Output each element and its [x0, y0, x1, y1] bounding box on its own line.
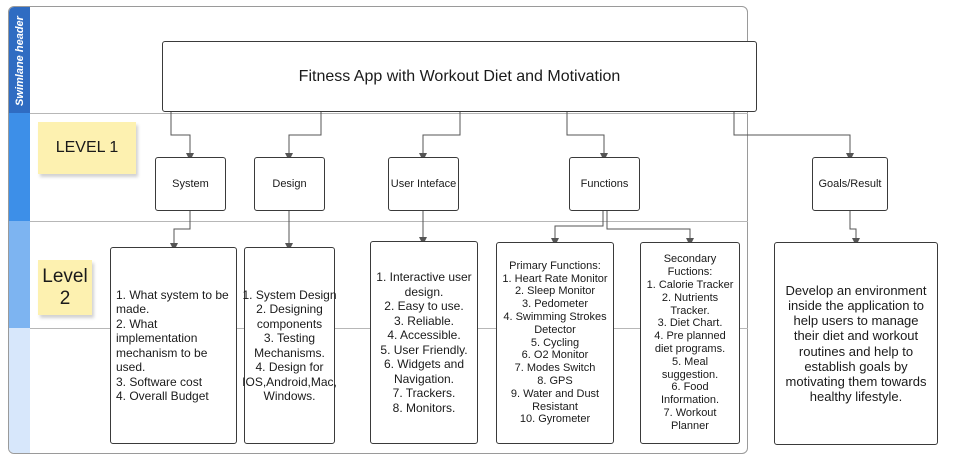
node-user-interface[interactable]: User Inteface	[388, 157, 459, 211]
diagram-title-box[interactable]: Fitness App with Workout Diet and Motiva…	[162, 41, 757, 112]
lane-divider	[30, 221, 748, 222]
node-label: Design	[272, 178, 307, 190]
swimlane-frame	[8, 6, 748, 454]
swimlane-header-label: Swimlane header	[14, 16, 26, 106]
secondary-functions-text: Secondary Fuctions: 1. Calorie Tracker 2…	[646, 253, 734, 432]
goals-details-box[interactable]: Develop an environment inside the applic…	[774, 242, 938, 445]
node-goals-result[interactable]: Goals/Result	[812, 157, 888, 211]
lane-level3-strip[interactable]	[9, 328, 30, 453]
lane-level1-strip[interactable]	[9, 113, 30, 221]
ui-details-box[interactable]: 1. Interactive user design. 2. Easy to u…	[370, 241, 478, 444]
sticky-note-level2[interactable]: Level 2	[38, 260, 92, 315]
system-details-box[interactable]: 1. What system to be made. 2. What imple…	[110, 247, 237, 444]
swimlane-header-strip[interactable]: Swimlane header	[9, 7, 30, 113]
node-label: Goals/Result	[818, 178, 882, 190]
design-details-box[interactable]: 1. System Design 2. Designing components…	[242, 247, 337, 444]
connector-title-goals	[733, 112, 854, 161]
node-label: System	[172, 178, 209, 190]
node-design[interactable]: Design	[254, 157, 325, 211]
diagram-title: Fitness App with Workout Diet and Motiva…	[298, 67, 621, 85]
design-details-text: 1. System Design 2. Designing components…	[242, 287, 337, 404]
primary-functions-text: Primary Functions: 1. Heart Rate Monitor…	[502, 259, 608, 426]
sticky-note-level1[interactable]: LEVEL 1	[38, 122, 136, 174]
node-label: User Inteface	[390, 178, 457, 190]
connector-goals-text	[849, 211, 860, 246]
node-label: Functions	[580, 178, 629, 190]
ui-details-text: 1. Interactive user design. 2. Easy to u…	[376, 270, 472, 415]
lane-level2-strip[interactable]	[9, 221, 30, 328]
system-details-text: 1. What system to be made. 2. What imple…	[116, 287, 229, 404]
node-functions[interactable]: Functions	[569, 157, 640, 211]
node-system[interactable]: System	[155, 157, 226, 211]
lane-divider	[30, 113, 748, 114]
sticky-note-text: LEVEL 1	[55, 139, 119, 156]
sticky-note-text: Level 2	[42, 265, 88, 309]
secondary-functions-box[interactable]: Secondary Fuctions: 1. Calorie Tracker 2…	[640, 242, 740, 444]
primary-functions-box[interactable]: Primary Functions: 1. Heart Rate Monitor…	[496, 242, 614, 444]
goals-details-text: Develop an environment inside the applic…	[785, 282, 927, 405]
